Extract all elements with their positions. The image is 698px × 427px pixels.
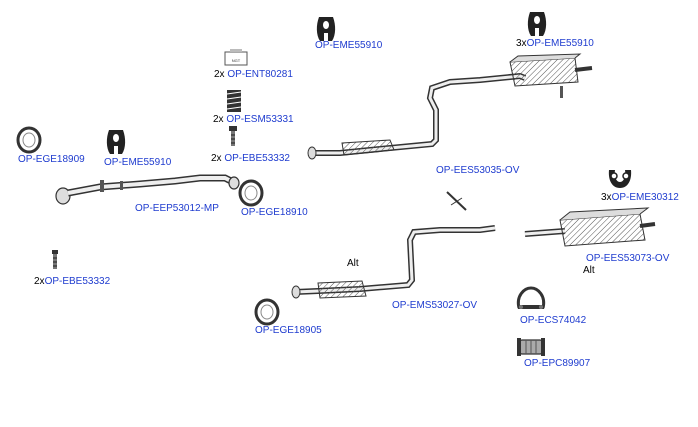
part-label: 2x OP-EBE53332 [211, 153, 290, 165]
sticker-label-icon[interactable]: NGT [224, 49, 248, 66]
part-label: OP-EGE18905 [255, 325, 322, 337]
catalyst-rear-box-icon[interactable] [307, 53, 593, 160]
part-label: OP-EME55910 [315, 40, 382, 52]
gasket-ring-icon[interactable] [238, 179, 264, 207]
part-code-link[interactable]: OP-EBE53332 [224, 153, 290, 164]
part-code-link[interactable]: OP-EPC89907 [524, 358, 591, 369]
pipe-connector-icon[interactable] [517, 338, 545, 356]
part-code-link[interactable]: OP-EBE53332 [44, 276, 111, 287]
part-qty: 3x [601, 192, 612, 203]
part-qty: 2x [213, 114, 224, 125]
rubber-hanger-icon[interactable] [316, 17, 336, 41]
svg-text:NGT: NGT [232, 58, 241, 63]
alt-note: Alt [347, 258, 359, 269]
part-code-link[interactable]: OP-EEP53012-MP [135, 203, 219, 214]
catalyst-middle-pipe-icon[interactable] [291, 225, 496, 299]
rubber-hanger-icon[interactable] [527, 12, 547, 36]
part-code-link[interactable]: OP-EES53073-OV [586, 253, 670, 264]
gasket-ring-icon[interactable] [254, 298, 280, 326]
part-code-link[interactable]: OP-ENT80281 [227, 69, 293, 80]
part-label: OP-EGE18909 [18, 154, 85, 166]
rubber-hanger-icon[interactable] [608, 170, 632, 188]
part-qty: 3x [516, 38, 527, 49]
part-code-link[interactable]: OP-EME55910 [104, 157, 172, 168]
bolt-icon[interactable] [52, 250, 58, 269]
coil-spring-icon[interactable] [226, 90, 242, 112]
part-label: 3xOP-EME30312 [601, 192, 679, 204]
part-label: OP-EEP53012-MP [135, 203, 219, 215]
part-label: 2xOP-EBE53332 [34, 276, 110, 288]
part-label: OP-EGE18910 [241, 207, 308, 219]
part-code-link[interactable]: OP-EME55910 [526, 38, 594, 49]
part-label: 3xOP-EME55910 [516, 38, 594, 50]
part-qty: 2x [211, 153, 222, 164]
gasket-ring-icon[interactable] [16, 126, 42, 154]
part-label: OP-ECS74042 [520, 315, 586, 327]
part-label: OP-EME55910 [104, 157, 171, 169]
part-label: OP-EPC89907 [524, 358, 590, 370]
part-qty: 2x [214, 69, 225, 80]
part-code-link[interactable]: OP-ECS74042 [520, 315, 587, 326]
front-pipe-icon[interactable] [55, 174, 240, 205]
part-label: 2x OP-ENT80281 [214, 69, 293, 81]
part-qty: 2x [34, 276, 45, 287]
part-label: OP-EES53073-OV [586, 253, 669, 265]
part-label: 2x OP-ESM53331 [213, 114, 294, 126]
part-code-link[interactable]: OP-EGE18910 [241, 207, 308, 218]
alt-note: Alt [583, 265, 595, 276]
bracket-icon [446, 191, 467, 211]
part-code-link[interactable]: OP-ESM53331 [226, 114, 294, 125]
part-label: OP-EES53035-OV [436, 165, 519, 177]
part-code-link[interactable]: OP-EME30312 [611, 192, 679, 203]
part-label: OP-EMS53027-OV [392, 300, 477, 312]
part-code-link[interactable]: OP-EMS53027-OV [392, 300, 478, 311]
clamp-icon[interactable] [516, 286, 546, 309]
part-code-link[interactable]: OP-EME55910 [315, 40, 383, 51]
part-code-link[interactable]: OP-EGE18905 [255, 325, 322, 336]
part-code-link[interactable]: OP-EES53035-OV [436, 165, 520, 176]
rear-silencer-icon[interactable] [524, 207, 656, 247]
rubber-hanger-icon[interactable] [106, 130, 126, 154]
bolt-icon[interactable] [229, 126, 237, 146]
part-code-link[interactable]: OP-EGE18909 [18, 154, 85, 165]
